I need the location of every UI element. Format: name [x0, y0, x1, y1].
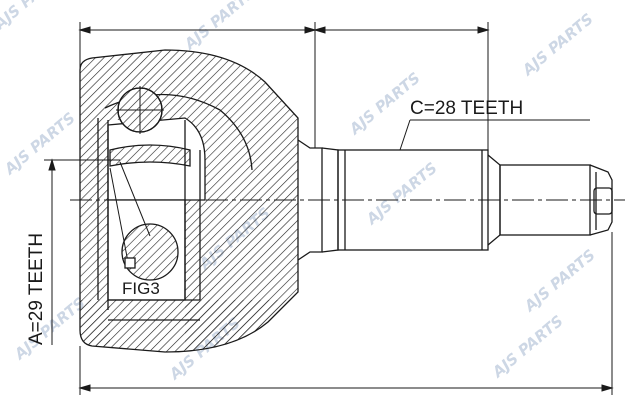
- watermark-text: AJS PARTS: [518, 10, 596, 80]
- watermark-text: AJS PARTS: [0, 0, 69, 34]
- cage: [109, 144, 191, 167]
- leader-line: [119, 161, 151, 237]
- leader-line: [109, 167, 129, 263]
- dimension-arrow: [78, 384, 91, 392]
- lower-ball: [121, 223, 179, 281]
- cotter-hole: [593, 187, 613, 215]
- watermark-text: AJS PARTS: [10, 294, 88, 364]
- fig-label: FIG3: [122, 279, 160, 298]
- dimension-arrow: [78, 26, 91, 34]
- dimension-arrow: [304, 26, 317, 34]
- watermark-text: AJS PARTS: [0, 109, 78, 179]
- watermark-text: AJS PARTS: [180, 0, 258, 54]
- dimension-arrow: [601, 384, 614, 392]
- watermark-text: AJS PARTS: [362, 159, 440, 229]
- dimension-arrow: [477, 26, 490, 34]
- dimension-arrow: [313, 26, 326, 34]
- spline-a-label: A=29 TEETH: [26, 233, 47, 345]
- leader-line: [399, 119, 411, 151]
- spline-c-label: C=28 TEETH: [410, 98, 523, 119]
- dimension-arrow: [48, 158, 56, 171]
- watermark-text: AJS PARTS: [488, 312, 566, 382]
- watermark-text: AJS PARTS: [520, 246, 598, 316]
- fig-notch: [124, 257, 136, 269]
